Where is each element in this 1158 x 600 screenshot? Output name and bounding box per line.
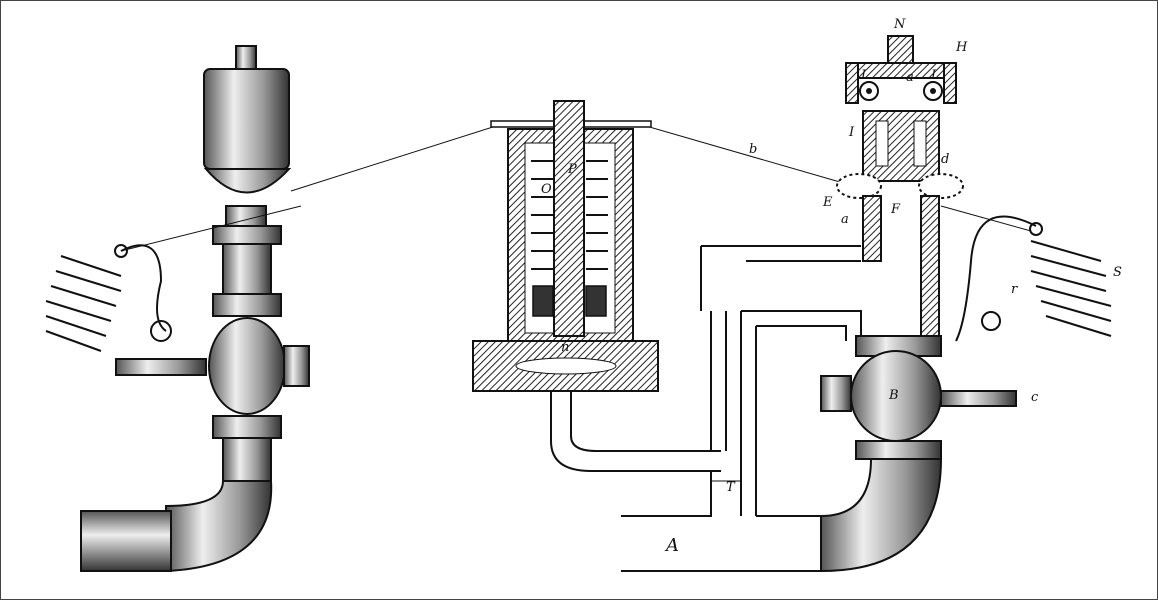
right-ball-valve [820, 205, 1112, 573]
label-T: T [726, 480, 736, 495]
label-a-low: a [841, 212, 849, 227]
pipe-network [621, 245, 862, 572]
regulator-spring [531, 160, 608, 270]
label-d: d [941, 152, 949, 167]
label-S: S [1113, 265, 1122, 280]
label-A: A [664, 535, 679, 556]
label-a-top: a [906, 70, 914, 85]
label-O: O [541, 182, 552, 197]
label-N: N [893, 17, 906, 32]
label-n: n [561, 340, 569, 355]
right-spring [1030, 240, 1112, 337]
left-wire [120, 205, 302, 252]
right-valve-head [836, 35, 964, 337]
label-F: F [890, 202, 901, 217]
left-spring [45, 255, 122, 352]
label-I-right: I [930, 68, 937, 83]
label-B: B [888, 388, 899, 403]
label-c: c [1031, 390, 1039, 405]
label-E: E [822, 195, 833, 210]
label-b: b [749, 142, 757, 157]
label-H: H [955, 40, 968, 55]
spring-regulator [472, 100, 721, 472]
label-r: r [1011, 282, 1018, 297]
left-valve-assembly [45, 45, 310, 573]
label-P: P [567, 162, 577, 177]
label-I-left: I [860, 68, 867, 83]
label-I-mid: I [848, 125, 855, 140]
